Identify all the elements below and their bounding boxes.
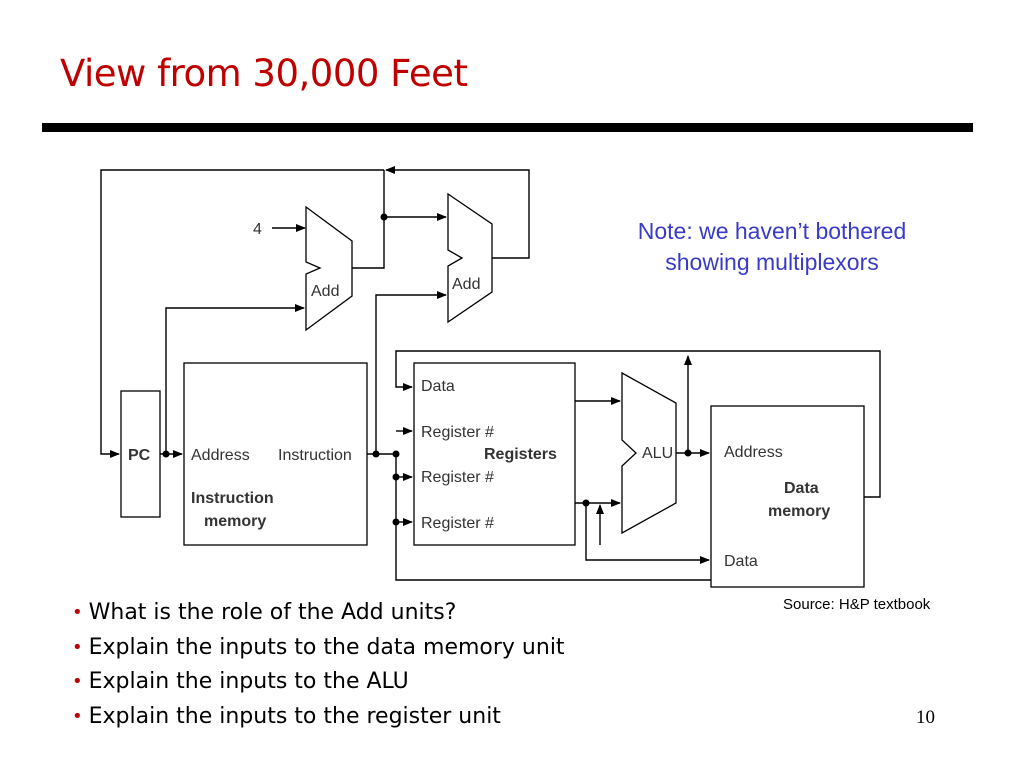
imem-name-line2: memory — [204, 513, 266, 530]
reg3-label: Register # — [421, 515, 494, 532]
constant-four-label: 4 — [253, 221, 262, 238]
question-list: •What is the role of the Add units? •Exp… — [72, 596, 565, 734]
note-line-1: Note: we haven’t bothered — [637, 218, 907, 244]
pc-box — [120, 390, 161, 518]
bullet-dot-icon: • — [72, 602, 83, 623]
wire-dmem-loop — [395, 522, 711, 581]
adder2-shape — [447, 192, 493, 324]
reg1-label: Register # — [421, 424, 494, 441]
reg-data-label: Data — [421, 378, 455, 395]
imem-address-label: Address — [191, 447, 250, 464]
wire-adder2-out — [385, 166, 530, 259]
adder1-label: Add — [311, 283, 339, 300]
bullet-text: Explain the inputs to the data memory un… — [88, 634, 565, 660]
note-callout: Note: we haven’t bothered showing multip… — [612, 216, 932, 278]
data-memory-box — [710, 405, 865, 588]
list-item: •What is the role of the Add units? — [72, 596, 565, 631]
alu-shape — [621, 371, 677, 535]
imem-name-line1: Instruction — [191, 490, 274, 507]
adder1-shape — [305, 205, 353, 332]
bullet-dot-icon: • — [72, 705, 83, 727]
registers-name: Registers — [484, 446, 557, 463]
slide-title: View from 30,000 Feet — [60, 52, 468, 95]
list-item: •Explain the inputs to the register unit — [72, 700, 565, 735]
dmem-data-label: Data — [724, 553, 758, 570]
bullet-dot-icon: • — [72, 636, 83, 658]
bullet-dot-icon: • — [72, 671, 83, 692]
list-item: •Explain the inputs to the ALU — [72, 665, 565, 700]
wire-reg-to-dmem-data — [585, 503, 710, 564]
alu-label: ALU — [642, 445, 673, 462]
reg2-label: Register # — [421, 469, 494, 486]
junction-dots — [162, 213, 692, 526]
wire-instruction-bus — [367, 453, 397, 522]
dmem-name-line2: memory — [768, 503, 830, 520]
bullet-text: Explain the inputs to the register unit — [88, 703, 501, 729]
pc-label: PC — [128, 447, 151, 464]
wire-pc-feedback — [100, 169, 384, 458]
adder2-label: Add — [452, 276, 480, 293]
title-divider — [42, 123, 973, 132]
page-number: 10 — [916, 707, 935, 728]
wire-pc-to-adder1 — [165, 304, 305, 454]
bullet-text: Explain the inputs to the ALU — [88, 669, 409, 694]
wire-writeback-loop — [395, 350, 881, 498]
imem-instruction-port-label: Instruction — [278, 447, 352, 464]
source-credit: Source: H&P textbook — [783, 596, 931, 613]
note-line-2: showing multiplexors — [665, 249, 879, 275]
wire-adder1-out — [352, 170, 385, 269]
list-item: •Explain the inputs to the data memory u… — [72, 631, 565, 666]
dmem-name-line1: Data — [784, 480, 819, 497]
wire-instruction-to-adder2 — [375, 291, 447, 454]
bullet-text: What is the role of the Add units? — [88, 600, 457, 625]
dmem-address-label: Address — [724, 444, 783, 461]
registers-box — [413, 362, 576, 546]
